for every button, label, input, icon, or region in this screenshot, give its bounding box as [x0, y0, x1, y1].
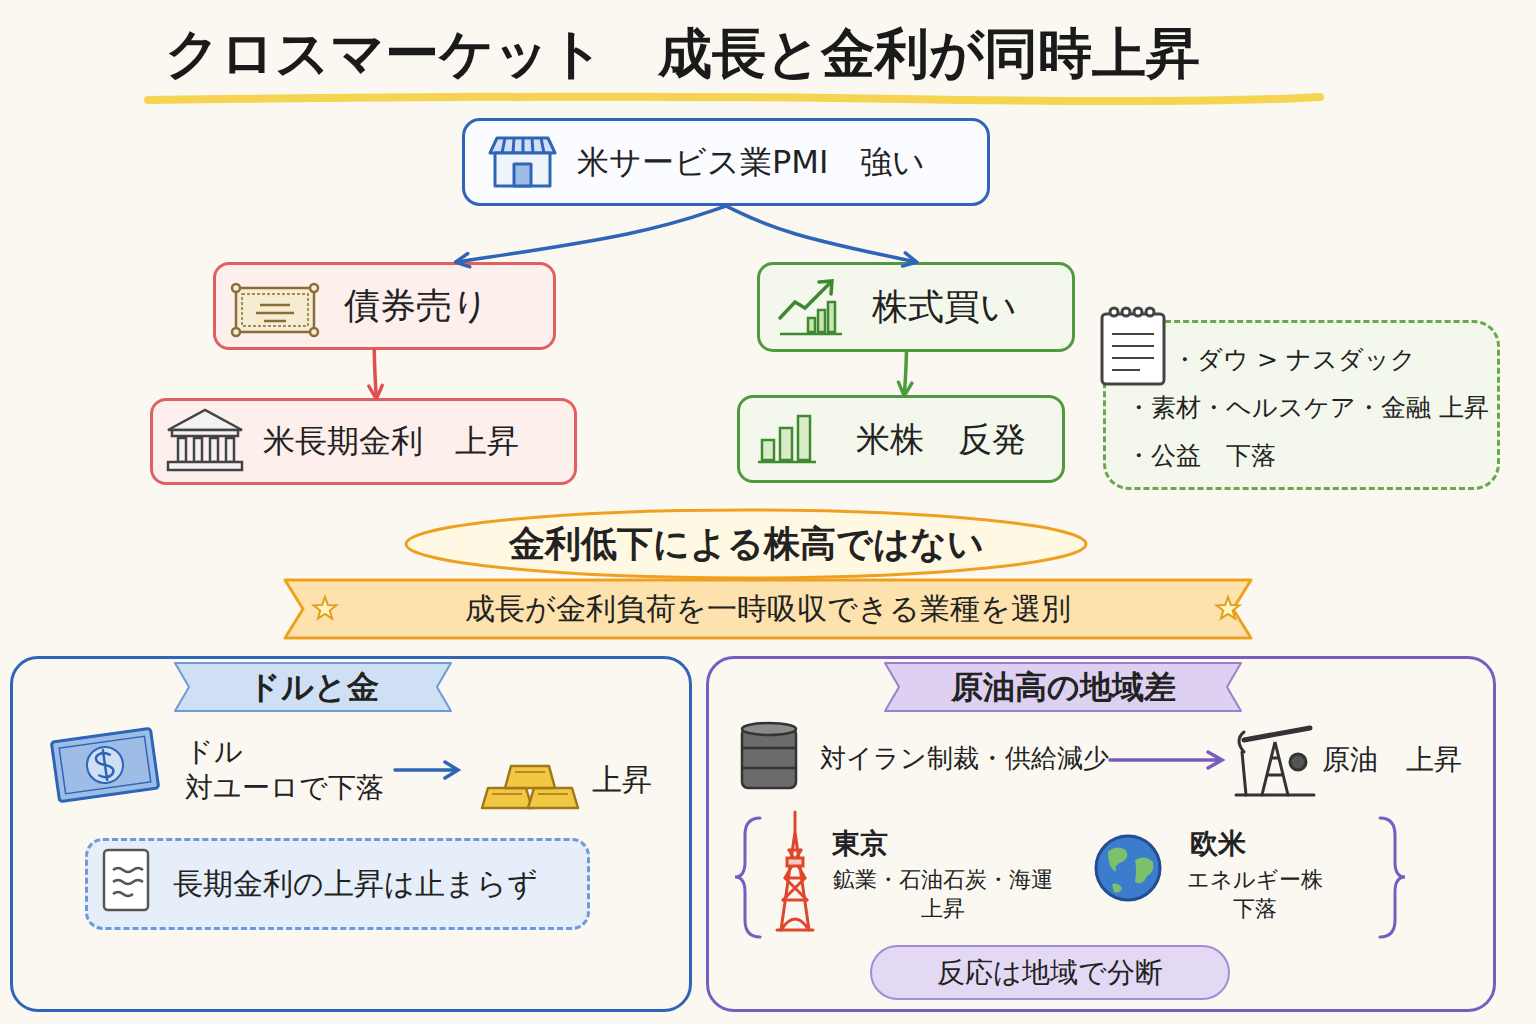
ellipse-outline	[406, 510, 1086, 578]
node-text: 株式買い	[872, 285, 1017, 328]
node-text: 米株 反発	[856, 419, 1026, 460]
emphasis-ellipse: 金利低下による株高ではない	[404, 508, 1088, 580]
result-box: 米株 反発	[737, 395, 1065, 483]
flow-arrow	[395, 762, 458, 778]
bracket	[735, 818, 760, 937]
dollar-bill-icon	[85, 745, 126, 786]
notepad-icon	[1110, 308, 1118, 316]
label-text: 鉱業・石油石炭・海運 上昇	[818, 866, 1068, 923]
pump-jack-icon	[1242, 752, 1246, 795]
note-box: 長期金利の上昇は止まらず	[85, 838, 590, 930]
node-text: 成長が金利負荷を一時吸収できる業種を選別	[465, 591, 1071, 627]
process-box: 米サービス業PMI 強い	[462, 118, 990, 206]
tokyo-tower-icon	[783, 850, 807, 900]
tokyo-tower-icon	[781, 919, 809, 930]
oil-barrel-icon	[742, 728, 796, 788]
notepad-icon	[1146, 308, 1154, 316]
panel: 原油高の地域差反応は地域で分断	[706, 656, 1496, 1012]
label-text: 対イラン制裁・供給減少	[820, 742, 1109, 776]
label-text: ドル 対ユーロで下落	[185, 734, 400, 807]
node-text: 米サービス業PMI 強い	[577, 143, 925, 181]
panel: ドルと金長期金利の上昇は止まらず	[10, 656, 692, 1012]
title-text: クロスマーケット 成長と金利が同時上昇	[165, 22, 1200, 87]
pump-jack-icon	[1239, 732, 1244, 752]
node-text: ・公益 下落	[1126, 441, 1276, 471]
globe-icon	[1096, 836, 1160, 900]
node-text: 長期金利の上昇は止まらず	[173, 866, 538, 902]
banner-outline	[285, 580, 1251, 638]
banner: 成長が金利負荷を一時吸収できる業種を選別	[283, 578, 1253, 640]
node-text: 債券売り	[344, 284, 489, 327]
node-text: 反応は地域で分断	[937, 956, 1163, 990]
notepad-icon	[1134, 308, 1142, 316]
tokyo-tower-icon	[777, 812, 813, 930]
flow-arrow	[395, 768, 456, 772]
flow-arrow	[1208, 752, 1222, 768]
dollar-bill-icon	[59, 736, 151, 794]
node-text: ・ダウ > ナスダック	[1172, 345, 1416, 375]
label-text: 東京	[832, 826, 888, 862]
result-box: 米長期金利 上昇	[150, 398, 577, 485]
conclusion-pill: 反応は地域で分断	[870, 945, 1230, 1000]
gold-bars-icon	[505, 766, 555, 788]
pump-jack-icon	[1236, 794, 1314, 797]
node-text: ・素材・ヘルスケア・金融 上昇	[1126, 393, 1489, 423]
panel-heading: ドルと金	[173, 661, 453, 713]
tokyo-tower-icon	[787, 858, 803, 866]
flow-arrow	[1110, 758, 1220, 762]
tokyo-tower-icon	[777, 812, 813, 930]
label-text: 上昇	[592, 760, 652, 799]
label-text: 原油 上昇	[1322, 742, 1462, 778]
pump-jack-icon	[1244, 728, 1310, 740]
bracket	[735, 818, 1405, 937]
flow-arrow	[374, 350, 376, 398]
globe-icon	[1135, 857, 1153, 883]
dollar-bill-icon	[95, 748, 115, 782]
panel-heading: 原油高の地域差	[883, 661, 1243, 713]
flow-arrow	[904, 352, 906, 395]
globe-icon	[1112, 884, 1122, 893]
flow-arrow	[726, 206, 916, 262]
gold-bars-icon	[492, 772, 568, 794]
gold-bars-icon	[528, 788, 578, 808]
gold-bars-icon	[482, 766, 578, 808]
process-box: 債券売り	[213, 262, 556, 350]
flow-arrow	[1110, 752, 1222, 768]
oil-barrel-icon	[742, 723, 796, 788]
gold-bars-icon	[482, 788, 532, 808]
oil-barrel-icon	[742, 748, 796, 768]
pump-jack-icon	[1262, 742, 1288, 795]
node-text: 米長期金利 上昇	[263, 422, 519, 460]
globe-icon	[1108, 847, 1127, 872]
node-text: 金利低下による株高ではない	[509, 522, 984, 565]
flow-arrow	[457, 206, 726, 262]
dollar-bill-icon	[51, 728, 158, 801]
oil-barrel-icon	[742, 723, 796, 735]
note-box: ・ダウ > ナスダック・素材・ヘルスケア・金融 上昇・公益 下落	[1103, 320, 1500, 490]
process-box: 株式買い	[757, 262, 1075, 352]
pump-jack-icon	[1236, 728, 1314, 795]
flow-arrow	[445, 762, 458, 778]
bracket	[1380, 818, 1405, 937]
title-underline	[148, 97, 1320, 101]
notepad-icon	[1122, 308, 1130, 316]
label-text: エネルギー株 下落	[1170, 866, 1340, 923]
pump-jack-icon	[1290, 754, 1306, 770]
dollar-bill-icon	[51, 728, 158, 801]
globe-icon	[1096, 836, 1160, 900]
label-text: 欧米	[1190, 826, 1246, 862]
